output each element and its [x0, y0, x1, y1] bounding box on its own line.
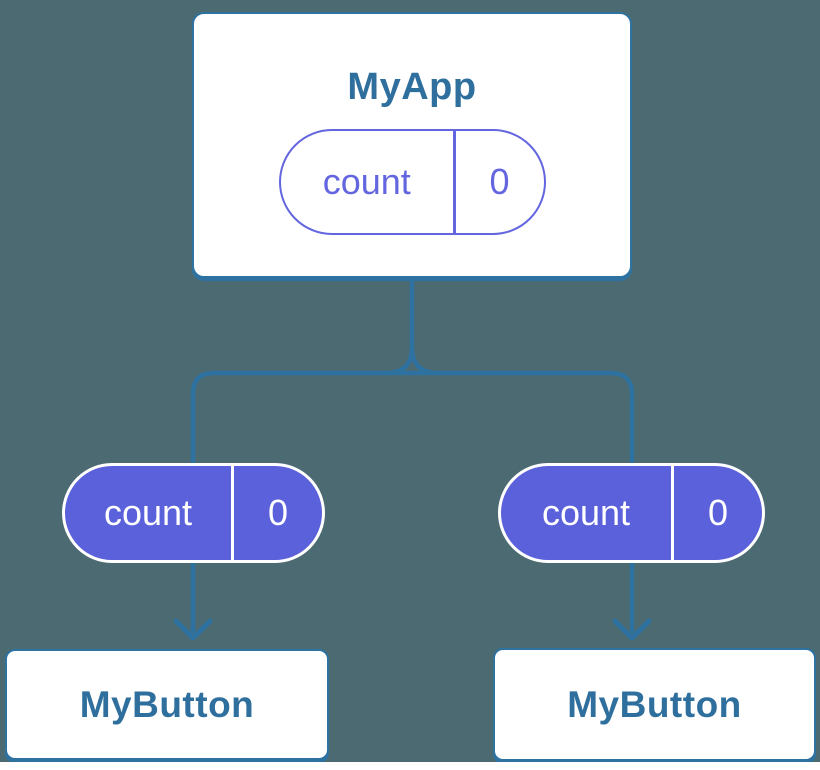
pill-divider: [231, 466, 234, 560]
component-title: MyButton: [79, 683, 255, 725]
pill-value: 0: [489, 161, 510, 202]
pill-divider: [453, 131, 456, 233]
mybutton-node-left: MyButton: [5, 649, 329, 760]
bottom-edge-strip: [0, 762, 820, 770]
state-pill: count 0: [278, 129, 546, 235]
prop-pill-right: count 0: [498, 463, 765, 563]
branch-connector-line: [190, 370, 635, 464]
pill-label: count: [541, 492, 631, 533]
pill-value: 0: [267, 492, 289, 533]
prop-pill-left: count 0: [62, 463, 325, 563]
pill-label: count: [322, 161, 411, 202]
left-down-arrow-icon: [173, 618, 213, 641]
pill-divider: [671, 466, 674, 560]
right-down-arrow-icon: [612, 618, 652, 641]
pill-value: 0: [707, 492, 729, 533]
component-title: MyApp: [347, 66, 477, 108]
myapp-node: MyApp count 0: [192, 12, 632, 278]
pill-label: count: [103, 492, 193, 533]
mybutton-node-right: MyButton: [493, 648, 816, 761]
root-connector-line: [385, 276, 439, 376]
component-title: MyButton: [567, 683, 742, 725]
